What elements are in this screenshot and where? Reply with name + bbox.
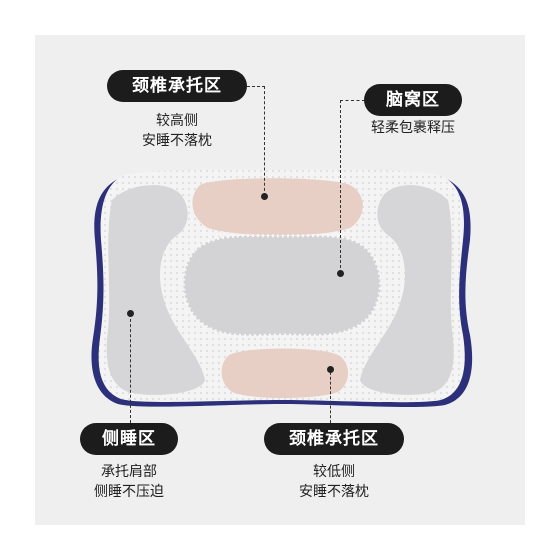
side-line2: 侧睡不压迫 <box>94 484 164 500</box>
neck-bottom-line1: 较低侧 <box>313 464 355 480</box>
side-line1: 承托肩部 <box>101 464 157 480</box>
head-caption: 轻柔包裹释压 <box>354 118 472 138</box>
head-title: 脑窝区 <box>364 84 462 116</box>
neck-top-caption: 较高侧 安睡不落枕 <box>107 111 247 151</box>
head-line1: 轻柔包裹释压 <box>371 120 455 136</box>
neck-bottom-marker-icon <box>327 366 334 373</box>
neck-top-line1: 较高侧 <box>156 113 198 129</box>
mesh-band <box>182 234 382 338</box>
neck-zone-bottom <box>221 348 349 398</box>
neck-bottom-leader <box>330 372 331 423</box>
neck-zone-top <box>192 178 363 236</box>
neck-top-marker-icon <box>261 193 268 200</box>
side-zone-right <box>360 185 454 395</box>
side-caption: 承托肩部 侧睡不压迫 <box>70 462 188 502</box>
head-zone <box>183 235 381 336</box>
neck-top-title: 颈椎承托区 <box>107 70 247 102</box>
side-title: 侧睡区 <box>80 423 178 455</box>
neck-bottom-caption: 较低侧 安睡不落枕 <box>264 462 404 502</box>
neck-top-leader <box>247 86 265 196</box>
head-marker-icon <box>337 270 344 277</box>
side-marker-icon <box>127 310 134 317</box>
side-leader <box>130 314 131 423</box>
head-leader <box>340 100 365 273</box>
neck-top-line2: 安睡不落枕 <box>142 133 212 149</box>
neck-bottom-line2: 安睡不落枕 <box>299 484 369 500</box>
side-zone-left <box>106 185 205 395</box>
neck-bottom-title: 颈椎承托区 <box>264 423 404 455</box>
